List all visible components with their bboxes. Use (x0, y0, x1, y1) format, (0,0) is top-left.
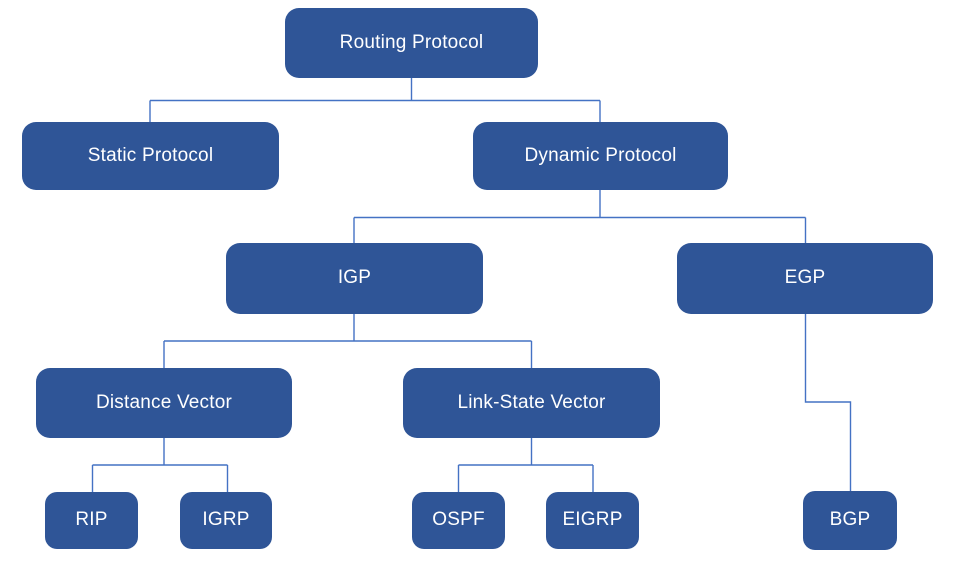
node-igp: IGP (226, 243, 483, 314)
edge-egp-bgp (804, 314, 852, 491)
edge-dynamic-children (353, 190, 807, 243)
node-eigrp: EIGRP (546, 492, 639, 549)
edge-igp-children (163, 314, 533, 368)
edge-lsv-children (457, 438, 594, 492)
node-link-state-vector: Link-State Vector (403, 368, 660, 438)
node-ospf: OSPF (412, 492, 505, 549)
node-igrp: IGRP (180, 492, 272, 549)
node-static-protocol: Static Protocol (22, 122, 279, 190)
node-rip: RIP (45, 492, 138, 549)
node-egp: EGP (677, 243, 933, 314)
node-bgp: BGP (803, 491, 897, 550)
edge-dv-children (91, 438, 229, 492)
node-distance-vector: Distance Vector (36, 368, 292, 438)
node-routing-protocol: Routing Protocol (285, 8, 538, 78)
node-dynamic-protocol: Dynamic Protocol (473, 122, 728, 190)
edge-routing-children (149, 78, 601, 122)
